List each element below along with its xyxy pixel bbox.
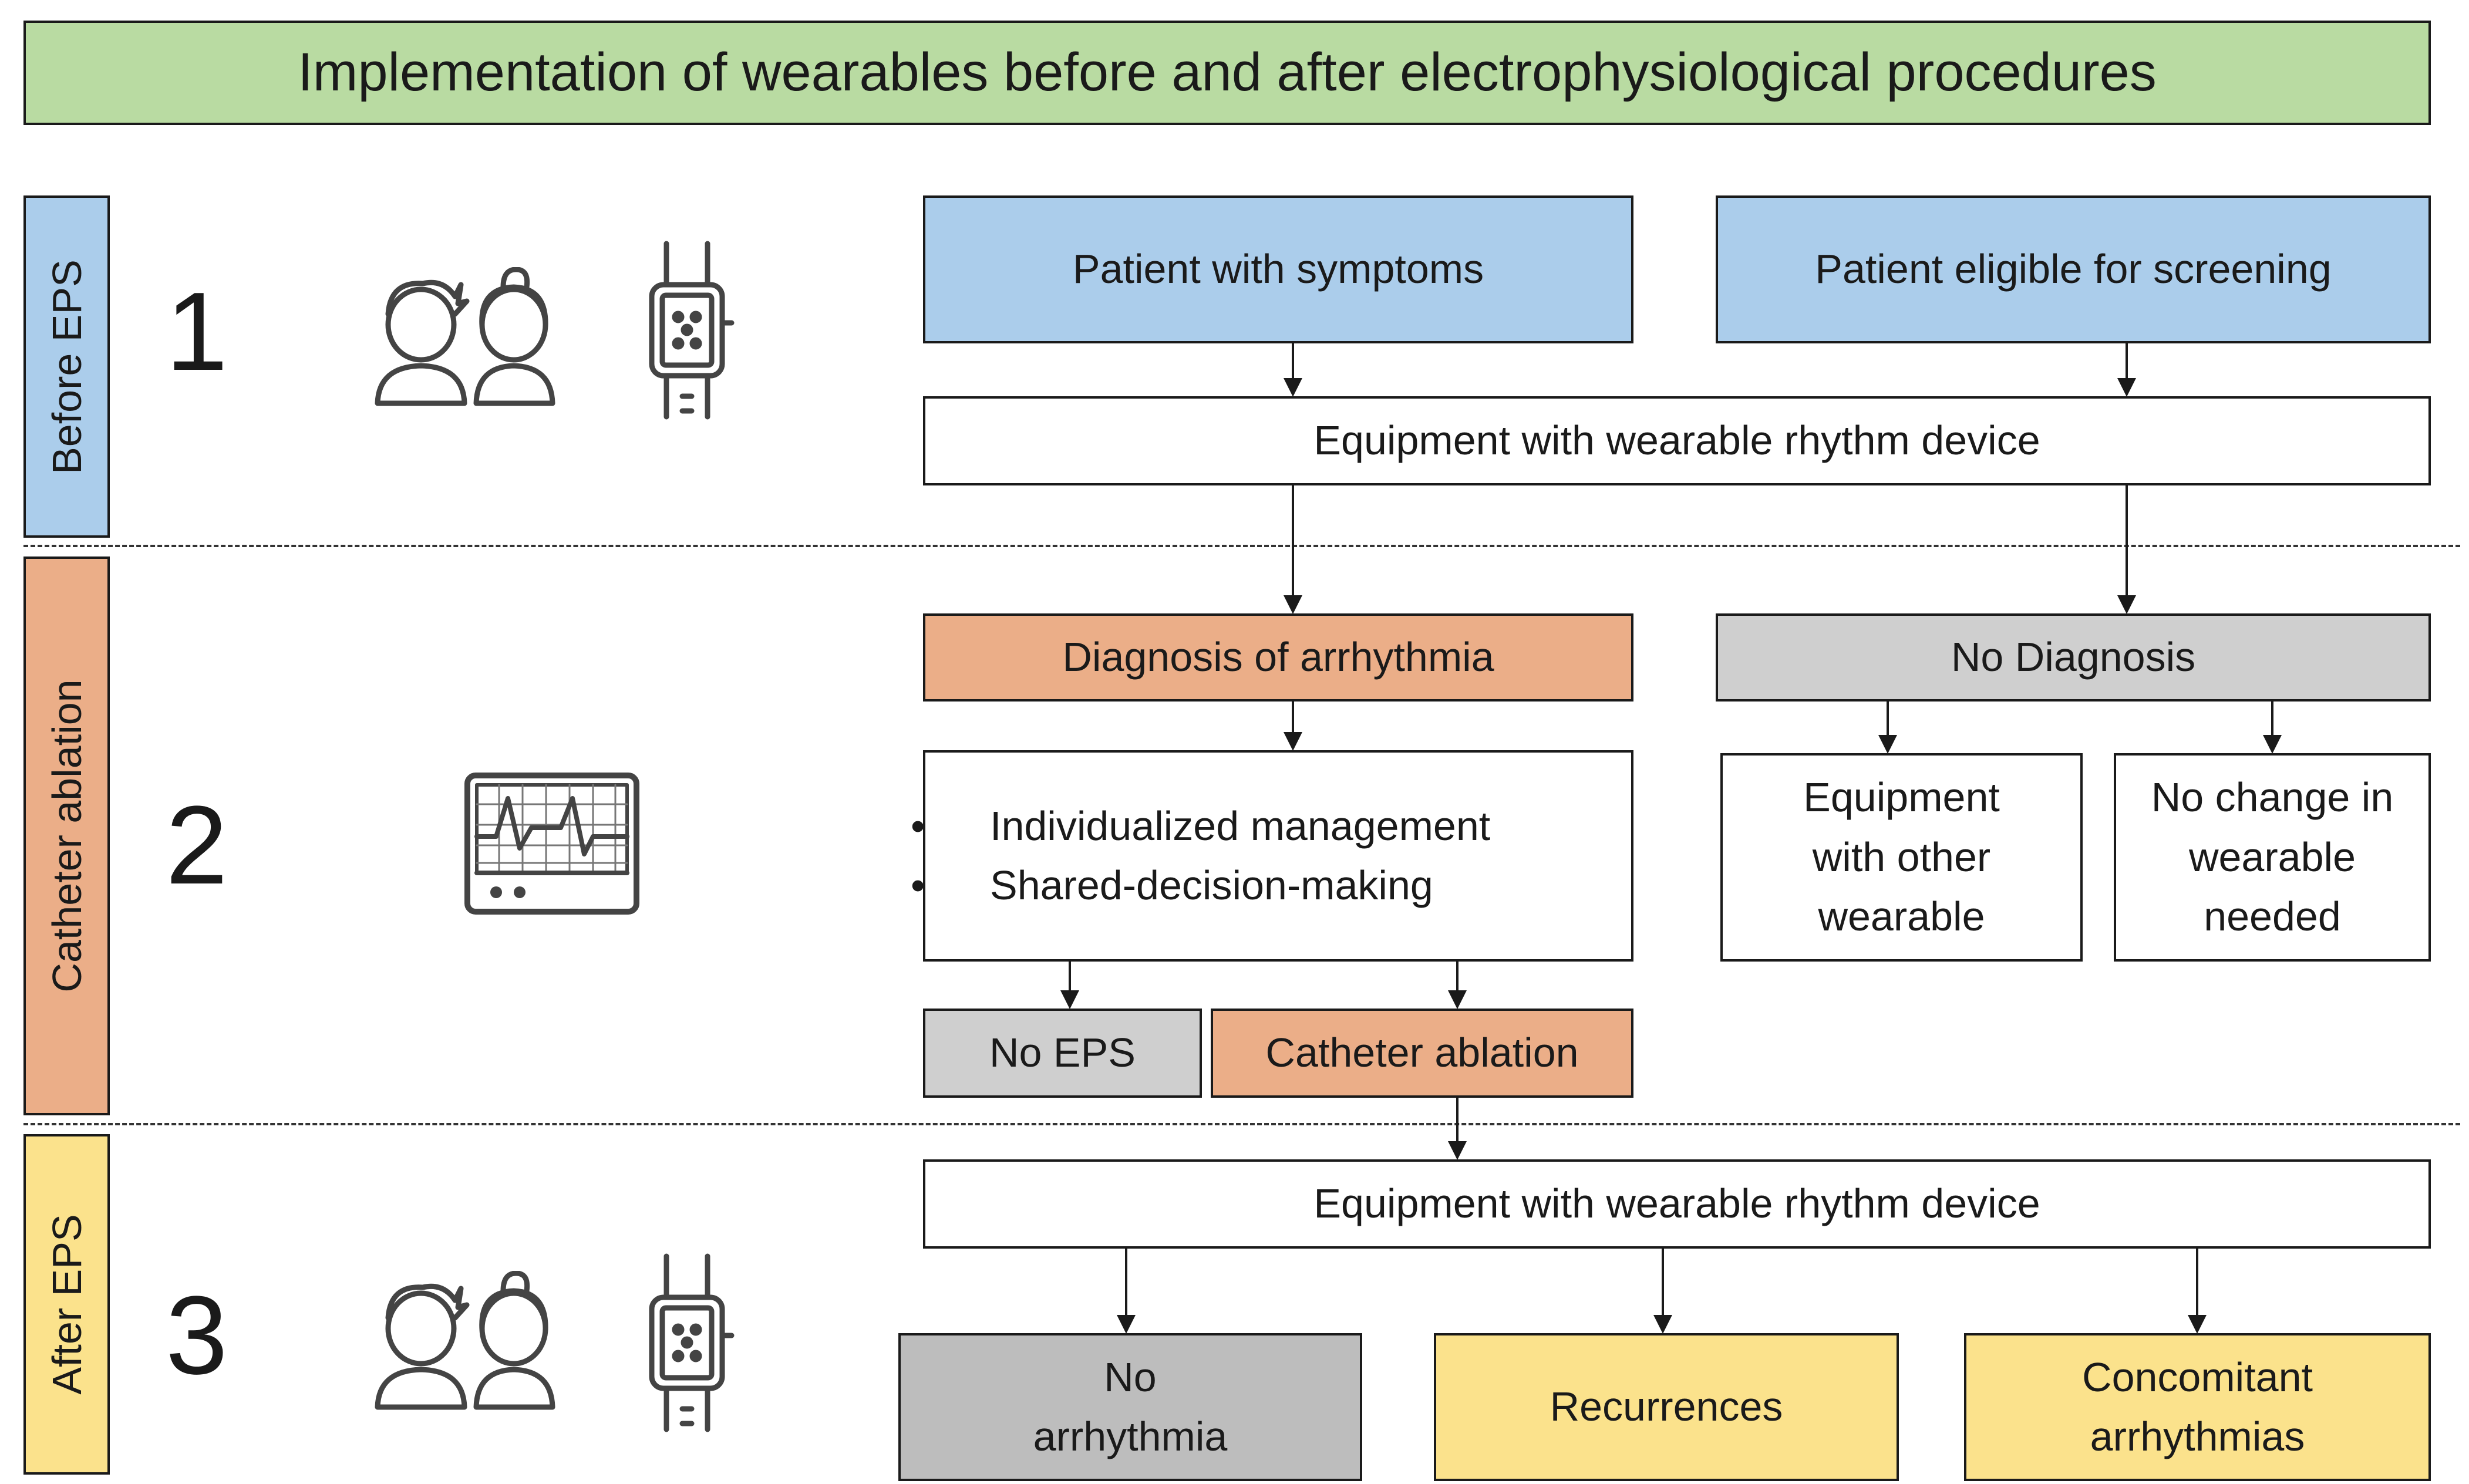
smartwatch-icon [649, 241, 735, 420]
ecg-monitor-icon [464, 773, 639, 915]
list-item: Shared-decision-making [911, 856, 1631, 916]
two-people-icon [375, 267, 555, 406]
two-people-icon [375, 1271, 555, 1410]
node-patient-with-symptoms: Patient with symptoms [923, 195, 1633, 343]
page-title: Implementation of wearables before and a… [23, 21, 2431, 125]
smartwatch-icon [649, 1253, 735, 1432]
phase-divider-1 [23, 545, 2460, 547]
node-no-diagnosis: No Diagnosis [1716, 613, 2431, 701]
phase-number-3: 3 [166, 1273, 228, 1398]
management-list: Individualized management Shared-decisio… [911, 797, 1631, 916]
node-diagnosis-of-arrhythmia: Diagnosis of arrhythmia [923, 613, 1633, 701]
node-no-eps: No EPS [923, 1009, 1202, 1098]
node-no-arrhythmia: No arrhythmia [898, 1333, 1362, 1481]
phase-bar-before-eps: Before EPS [23, 195, 110, 538]
node-recurrences: Recurrences [1434, 1333, 1899, 1481]
node-concomitant-arrhythmias: Concomitant arrhythmias [1964, 1333, 2431, 1481]
node-management: Individualized management Shared-decisio… [911, 750, 1633, 962]
phase-bar-after-eps: After EPS [23, 1134, 110, 1475]
node-no-change-in-wearable: No change in wearable needed [2114, 753, 2431, 962]
phase-divider-2 [23, 1123, 2460, 1125]
list-item: Individualized management [911, 797, 1631, 856]
node-catheter-ablation: Catheter ablation [1211, 1009, 1633, 1098]
node-equipment-wearable-before: Equipment with wearable rhythm device [923, 396, 2431, 485]
node-equipment-wearable-after: Equipment with wearable rhythm device [923, 1159, 2431, 1249]
phase-number-1: 1 [166, 269, 228, 394]
phase-bar-catheter-ablation: Catheter ablation [23, 556, 110, 1115]
phase-number-2: 2 [166, 783, 228, 908]
node-equipment-other-wearable: Equipment with other wearable [1720, 753, 2083, 962]
node-patient-eligible-for-screening: Patient eligible for screening [1716, 195, 2431, 343]
